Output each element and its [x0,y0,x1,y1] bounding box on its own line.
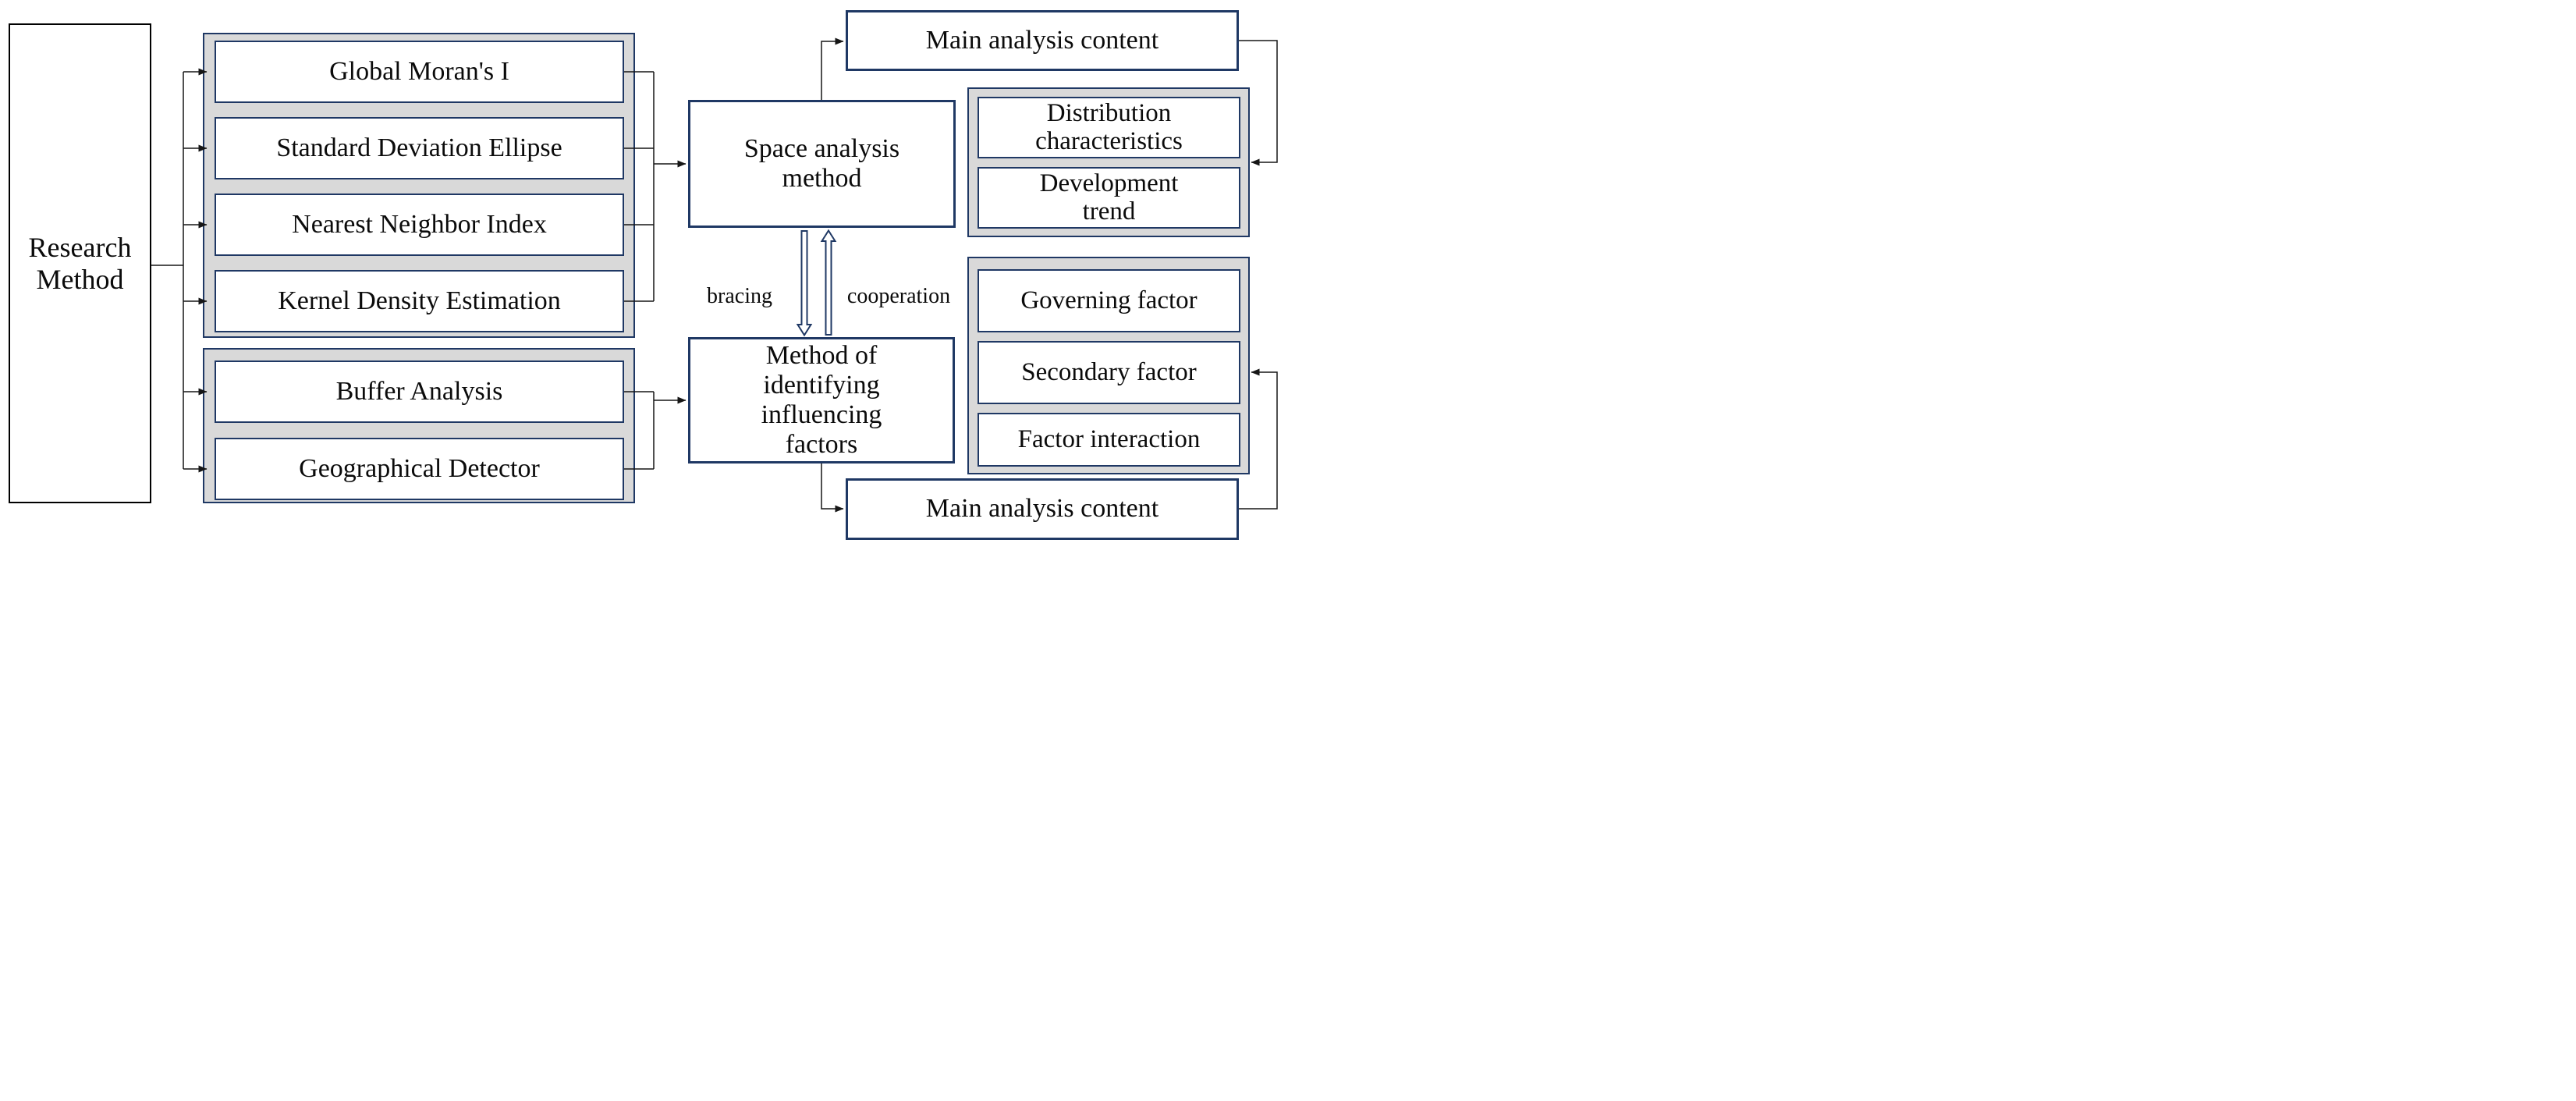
node-method-identifying-influencing-factors: Method of identifying influencing factor… [688,337,955,463]
node-governing-factor: Governing factor [978,269,1240,332]
node-buffer-analysis: Buffer Analysis [215,360,624,423]
block-arrow-cooperation-up [820,229,837,336]
node-kernel-density-estimation-label: Kernel Density Estimation [278,286,561,315]
node-research-method-label: Research Method [28,232,132,295]
node-main-analysis-content-top: Main analysis content [846,10,1239,71]
node-main-analysis-content-bottom-label: Main analysis content [925,494,1159,524]
node-standard-deviation-ellipse-label: Standard Deviation Ellipse [276,133,562,162]
node-geographical-detector: Geographical Detector [215,438,624,500]
node-space-analysis-method-label: Space analysis method [743,133,900,193]
node-kernel-density-estimation: Kernel Density Estimation [215,270,624,332]
node-secondary-factor: Secondary factor [978,341,1240,404]
node-main-analysis-content-bottom: Main analysis content [846,478,1239,540]
node-nearest-neighbor-index: Nearest Neighbor Index [215,194,624,256]
node-space-analysis-method: Space analysis method [688,100,956,228]
node-distribution-characteristics: Distribution characteristics [978,97,1240,158]
node-method-identifying-influencing-factors-label: Method of identifying influencing factor… [761,340,882,460]
node-factor-interaction-label: Factor interaction [1017,424,1201,453]
edge-label-bracing: bracing [707,284,772,308]
research-method-diagram: Research Method Global Moran's I Standar… [0,0,1288,551]
edge-label-cooperation: cooperation [846,284,951,308]
node-secondary-factor-label: Secondary factor [1021,357,1197,386]
node-global-morans-i: Global Moran's I [215,41,624,103]
node-nearest-neighbor-index-label: Nearest Neighbor Index [292,209,547,239]
block-arrow-bracing-down [796,230,813,337]
node-research-method: Research Method [9,23,151,503]
node-geographical-detector-label: Geographical Detector [299,453,540,483]
node-development-trend-label: Development trend [1039,169,1179,226]
node-main-analysis-content-top-label: Main analysis content [925,25,1159,55]
connector-space-to-main-top [821,37,844,100]
connector-method-to-main-bottom [821,463,844,513]
node-distribution-characteristics-label: Distribution characteristics [1035,98,1183,155]
node-standard-deviation-ellipse: Standard Deviation Ellipse [215,117,624,179]
node-governing-factor-label: Governing factor [1020,286,1198,314]
node-global-morans-i-label: Global Moran's I [329,56,509,86]
node-factor-interaction: Factor interaction [978,413,1240,467]
node-development-trend: Development trend [978,167,1240,229]
node-buffer-analysis-label: Buffer Analysis [335,376,503,406]
